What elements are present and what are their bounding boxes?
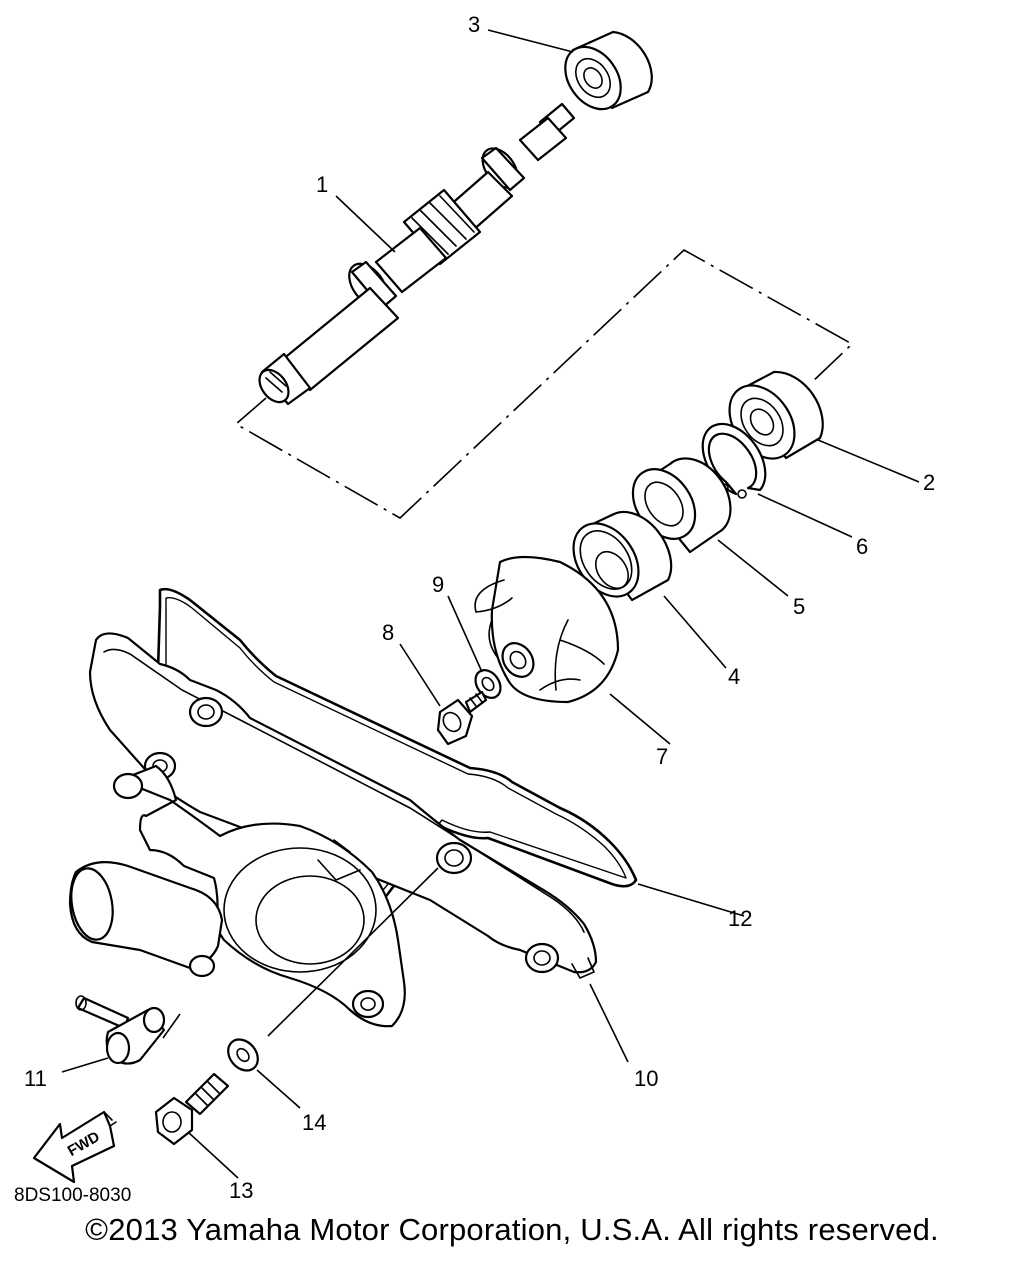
leader-lines xyxy=(61,29,920,1179)
copyright-notice: ©2013 Yamaha Motor Corporation, U.S.A. A… xyxy=(85,1212,939,1247)
callout-12: 12 xyxy=(728,906,752,931)
washer-part-14 xyxy=(227,1038,259,1072)
callout-5: 5 xyxy=(793,594,805,619)
callout-7: 7 xyxy=(656,744,668,769)
water-pump-housing-part-10 xyxy=(68,632,598,1028)
callout-10: 10 xyxy=(634,1066,658,1091)
callout-9: 9 xyxy=(432,572,444,597)
callout-labels: 3 1 2 6 5 9 8 4 7 12 11 10 14 13 xyxy=(24,12,935,1203)
bearing-part-2 xyxy=(728,370,824,460)
callout-13: 13 xyxy=(229,1178,253,1203)
impeller-part-7 xyxy=(474,555,620,704)
bolt-part-13 xyxy=(154,1072,230,1146)
nut-part-8 xyxy=(436,690,488,746)
washer-part-9 xyxy=(474,669,502,699)
callout-6: 6 xyxy=(856,534,868,559)
impeller-shaft-part-1 xyxy=(258,102,576,406)
assembly-line xyxy=(234,249,854,519)
fitting-part-11 xyxy=(75,995,166,1065)
callout-1: 1 xyxy=(316,172,328,197)
diagram-code: 8DS100-8030 xyxy=(14,1185,132,1206)
callout-14: 14 xyxy=(302,1110,326,1135)
callout-3: 3 xyxy=(468,12,480,37)
fwd-arrow-icon: FWD xyxy=(32,1110,117,1184)
bearing-part-3 xyxy=(564,30,653,111)
callout-2: 2 xyxy=(923,470,935,495)
callout-4: 4 xyxy=(728,664,740,689)
callout-11: 11 xyxy=(24,1066,47,1091)
mechanical-seal-part-4 xyxy=(572,510,673,602)
callout-8: 8 xyxy=(382,620,394,645)
